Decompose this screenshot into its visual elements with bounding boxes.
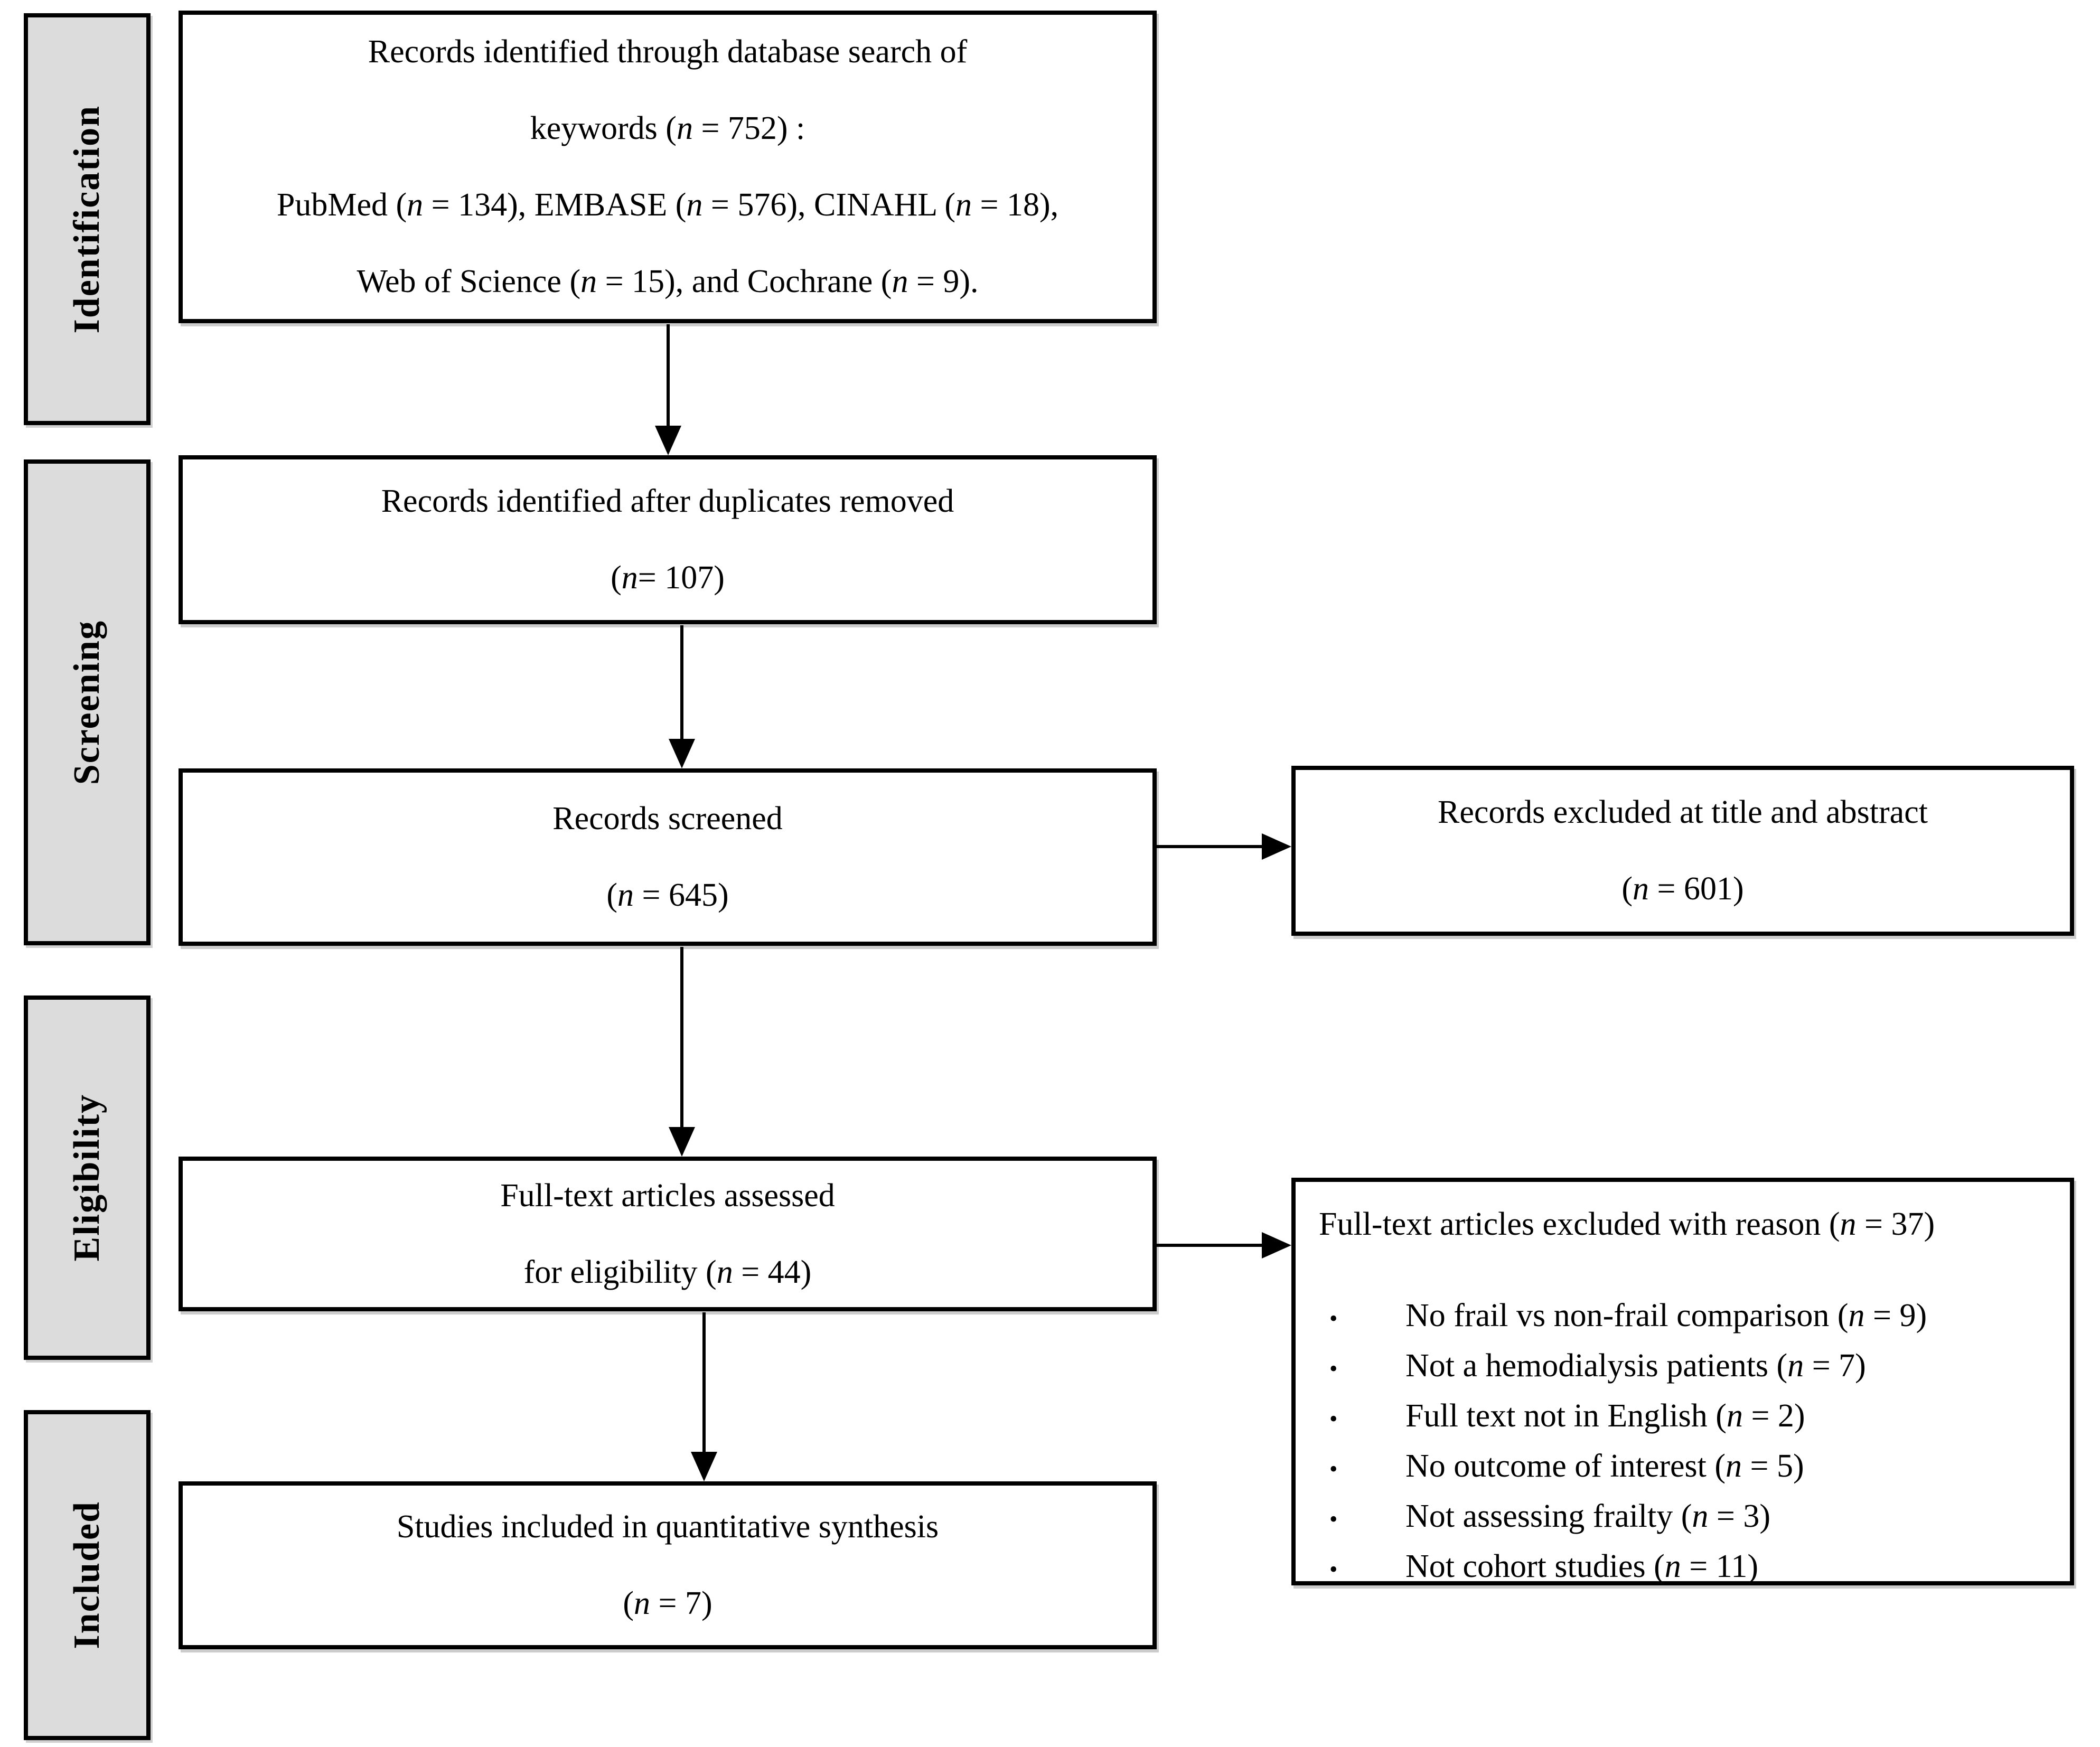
box-records-identified-line-2: keywords (n = 752) : [530,110,805,146]
box-fulltext-assessed: Full-text articles assessed for eligibil… [179,1157,1157,1311]
arrow-identified-to-duplicates [667,324,670,426]
bullet-icon: • [1329,1406,1338,1432]
arrow-fulltext-to-included [702,1312,706,1452]
bullet-icon: • [1329,1456,1338,1482]
box-excluded-title-abstract-line-1: Records excluded at title and abstract [1438,794,1928,830]
box-records-identified-line-3: PubMed (n = 134), EMBASE (n = 576), CINA… [276,187,1059,223]
box-excluded-title-abstract-line-2: (n = 601) [1621,871,1744,907]
exclusion-reason-text: Not assessing frailty (n = 3) [1405,1498,1771,1534]
stage-screening: Screening [24,459,151,945]
bullet-icon: • [1329,1556,1338,1582]
stage-screening-label: Screening [67,619,107,785]
arrow-duplicates-to-screened [680,625,683,739]
box-excluded-title-abstract: Records excluded at title and abstract (… [1291,766,2074,936]
box-included-synthesis-line-1: Studies included in quantitative synthes… [396,1509,939,1545]
exclusion-reason-item: • No frail vs non-frail comparison (n = … [1319,1297,2047,1347]
box-duplicates-removed-line-2: (n= 107) [611,560,725,596]
exclusion-reason-item: • Full text not in English (n = 2) [1319,1397,2047,1448]
exclusion-reason-text: No outcome of interest (n = 5) [1405,1448,1804,1484]
arrow-screened-to-fulltext [680,947,683,1127]
box-records-screened: Records screened (n = 645) [179,768,1157,946]
exclusion-reason-text: Not cohort studies (n = 11) [1405,1548,1759,1584]
box-records-screened-line-1: Records screened [552,801,783,837]
stage-included: Included [24,1410,151,1740]
arrow-fulltext-to-excluded-reasons [1156,1244,1262,1247]
exclusion-reason-item: • Not cohort studies (n = 11) [1319,1548,2047,1598]
box-duplicates-removed: Records identified after duplicates remo… [179,455,1157,624]
box-records-screened-line-2: (n = 645) [606,877,729,913]
box-included-synthesis: Studies included in quantitative synthes… [179,1481,1157,1649]
box-records-identified: Records identified through database sear… [179,11,1157,323]
stage-identification-label: Identification [67,105,107,334]
exclusion-reason-item: • Not a hemodialysis patients (n = 7) [1319,1347,2047,1397]
exclusion-reason-text: Not a hemodialysis patients (n = 7) [1405,1348,1866,1384]
stage-identification: Identification [24,13,151,425]
stage-eligibility-label: Eligibility [67,1094,107,1262]
exclusion-reason-text: Full text not in English (n = 2) [1405,1398,1805,1434]
box-records-identified-line-4: Web of Science (n = 15), and Cochrane (n… [357,264,979,299]
box-duplicates-removed-line-1: Records identified after duplicates remo… [381,483,954,519]
bullet-icon: • [1329,1305,1338,1331]
stage-included-label: Included [67,1501,107,1649]
box-included-synthesis-line-2: (n = 7) [623,1585,712,1621]
box-fulltext-excluded-title: Full-text articles excluded with reason … [1319,1206,1935,1242]
box-fulltext-assessed-line-1: Full-text articles assessed [500,1177,835,1214]
exclusion-reason-item: • No outcome of interest (n = 5) [1319,1448,2047,1498]
bullet-icon: • [1329,1356,1338,1382]
box-fulltext-excluded: Full-text articles excluded with reason … [1291,1178,2074,1585]
arrow-screened-to-excluded [1156,845,1262,848]
stage-eligibility: Eligibility [24,995,151,1360]
exclusion-reason-item: • Not assessing frailty (n = 3) [1319,1498,2047,1548]
box-fulltext-assessed-line-2: for eligibility (n = 44) [523,1254,812,1290]
box-records-identified-line-1: Records identified through database sear… [368,34,968,70]
exclusion-reason-text: No frail vs non-frail comparison (n = 9) [1405,1298,1927,1333]
bullet-icon: • [1329,1506,1338,1532]
